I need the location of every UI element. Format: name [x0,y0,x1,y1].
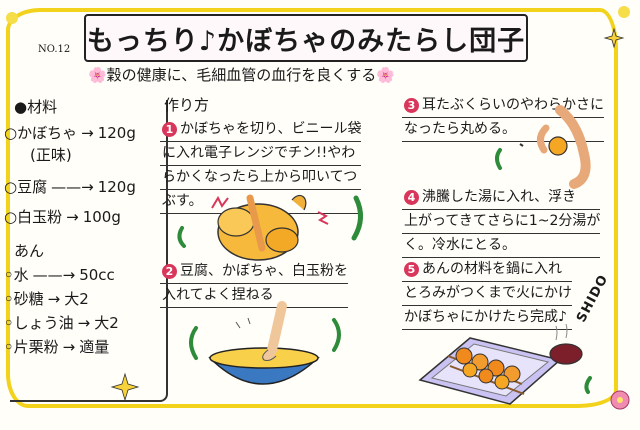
recipe-title: もっちり♪かぼちゃのみたらし団子 [86,25,526,57]
sauce-row: ◦水——→50cc [4,266,115,284]
ingredient-note: (正味) [30,146,72,164]
recipe-subtitle: 🌸穀の健康に、毛細血管の血行を良くする🌸 [88,64,518,85]
recipe-number: NO.12 [38,44,71,55]
step-number: 1 [162,121,177,137]
ingredient-amount: 大2 [94,314,119,332]
ingredient-amount: 50cc [79,266,115,284]
step-number: 5 [404,261,419,277]
subtitle-text: 🌸穀の健康に、毛細血管の血行を良くする🌸 [88,66,395,84]
step-number: 3 [404,97,419,113]
ingredient-row: ○かぼちゃ→120g [4,124,136,142]
method-heading: 作り方 [164,96,210,114]
ingredient-name: 白玉粉 [17,208,63,226]
ingredient-amount: 120g [97,178,136,196]
yellow-frame [6,8,618,408]
ingredient-amount: 大2 [64,290,89,308]
ingredient-name: 豆腐 [17,178,48,196]
ingredients-divider [10,100,168,402]
ingredient-name: しょう油 [13,314,74,332]
recipe-title-box: もっちり♪かぼちゃのみたらし団子 [84,14,528,62]
ingredient-name: かぼちゃ [17,124,78,142]
ingredient-amount: 100g [82,208,121,226]
ingredient-name: 砂糖 [13,290,44,308]
step-number: 4 [404,189,419,205]
step-number: 2 [162,263,177,279]
sauce-row: ◦砂糖→大2 [4,290,89,308]
ingredient-name: 水 [13,266,29,284]
ingredient-name: 片栗粉 [13,338,59,356]
ingredient-amount: 120g [97,124,136,142]
sauce-row: ◦片栗粉→適量 [4,338,110,356]
ingredient-row: ○白玉粉→100g [4,208,121,226]
sauce-heading: あん [14,242,45,260]
ingredients-heading: ●材料 [14,98,58,116]
ingredient-row: ○豆腐——→120g [4,178,136,196]
sauce-row: ◦しょう油→大2 [4,314,119,332]
ingredient-amount: 適量 [79,338,110,356]
